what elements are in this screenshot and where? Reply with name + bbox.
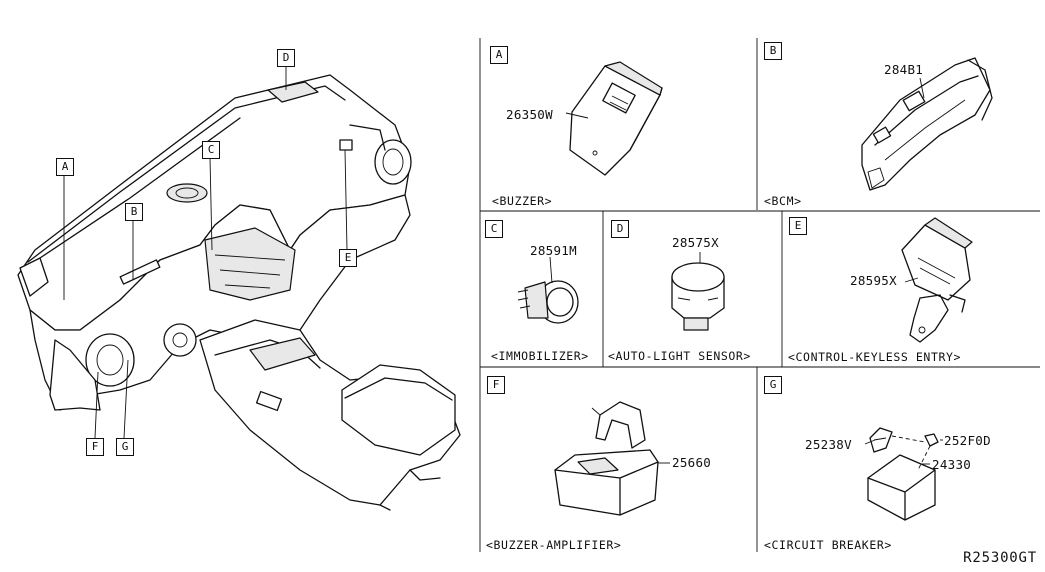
overview-callout-b: B <box>125 203 143 221</box>
part-number-buzzer-amplifier: 25660 <box>672 455 712 470</box>
overview-callout-e: E <box>339 249 357 267</box>
panel-e-label: E <box>789 217 807 235</box>
panel-grid <box>479 38 1040 552</box>
part-number-bcm: 284B1 <box>884 62 924 77</box>
instrument-panel-illustration <box>17 74 412 411</box>
caption-buzzer: <BUZZER> <box>492 194 553 208</box>
panel-c-label: C <box>485 220 503 238</box>
panel-a-label: A <box>490 46 508 64</box>
panel-d-label: D <box>611 220 629 238</box>
diagram-reference-code: R25300GT <box>963 550 1037 566</box>
overview-callout-g: G <box>116 438 134 456</box>
part-number-bracket: 25238V <box>805 437 852 452</box>
caption-buzzer-amplifier: <BUZZER-AMPLIFIER> <box>486 538 622 552</box>
auto-light-sensor-illustration <box>671 252 725 331</box>
overview-leaders <box>63 66 348 439</box>
center-console-illustration <box>199 319 461 511</box>
part-number-keyless-entry-control: 28595X <box>850 273 897 288</box>
part-number-buzzer: 26350W <box>506 107 553 122</box>
panel-g-label: G <box>764 376 782 394</box>
panel-b-label: B <box>764 42 782 60</box>
part-number-circuit-breaker: 24330 <box>932 457 972 472</box>
overview-callout-c: C <box>202 141 220 159</box>
bcm-illustration <box>861 57 993 191</box>
buzzer-amplifier-illustration <box>554 401 670 516</box>
overview-callout-a: A <box>56 158 74 176</box>
part-number-auto-light-sensor: 28575X <box>672 235 719 250</box>
part-number-screw: 252F0D <box>944 433 991 448</box>
caption-keyless-entry-control: <CONTROL-KEYLESS ENTRY> <box>788 350 962 364</box>
buzzer-illustration <box>565 61 663 176</box>
caption-circuit-breaker: <CIRCUIT BREAKER> <box>764 538 892 552</box>
caption-immobilizer: <IMMOBILIZER> <box>491 349 589 363</box>
part-number-immobilizer: 28591M <box>530 243 577 258</box>
immobilizer-illustration <box>517 256 579 324</box>
caption-auto-light-sensor: <AUTO-LIGHT SENSOR> <box>608 349 751 363</box>
overview-callout-f: F <box>86 438 104 456</box>
circuit-breaker-illustration <box>864 427 943 521</box>
panel-f-label: F <box>487 376 505 394</box>
keyless-entry-control-illustration <box>901 217 973 343</box>
overview-callout-d: D <box>277 49 295 67</box>
caption-bcm: <BCM> <box>764 194 802 208</box>
